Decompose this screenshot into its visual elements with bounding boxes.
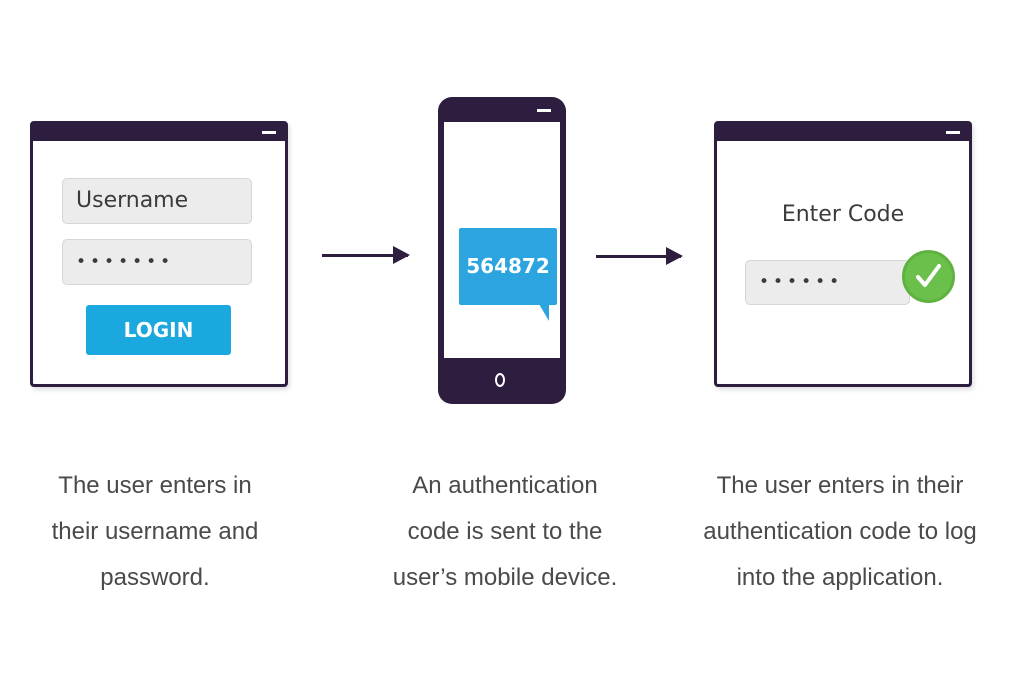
login-window: Username ••••••• LOGIN [30, 121, 288, 387]
caption-line: An authentication [412, 472, 598, 499]
step3-caption: The user enters in their authentication … [690, 463, 990, 601]
login-window-title-bar [33, 124, 285, 141]
arrow-right-icon [322, 246, 410, 264]
step1-caption: The user enters in their username and pa… [30, 463, 280, 601]
minimize-icon[interactable] [262, 131, 276, 134]
caption-line: The user enters in [58, 472, 252, 499]
arrow-right-icon [596, 247, 683, 265]
password-field[interactable]: ••••••• [62, 239, 252, 285]
phone-screen: 564872 [444, 122, 560, 358]
phone-speaker-icon [537, 109, 551, 112]
username-field[interactable]: Username [62, 178, 252, 224]
caption-line: password. [100, 564, 210, 591]
mobile-phone: 564872 [438, 97, 566, 404]
step2-caption: An authentication code is sent to the us… [380, 463, 630, 601]
code-window-title-bar [717, 124, 969, 141]
minimize-icon[interactable] [946, 131, 960, 134]
sms-code-bubble: 564872 [459, 228, 557, 305]
caption-line: code is sent to the [407, 518, 603, 545]
code-field[interactable]: •••••• [745, 260, 910, 305]
caption-line: into the application. [736, 564, 944, 591]
checkmark-icon [902, 250, 955, 303]
caption-line: their username and [51, 518, 259, 545]
caption-line: user’s mobile device. [392, 564, 618, 591]
login-button[interactable]: LOGIN [86, 305, 231, 355]
sms-bubble-tail [539, 304, 549, 321]
caption-line: authentication code to log [703, 518, 977, 545]
caption-line: The user enters in their [716, 472, 964, 499]
enter-code-label: Enter Code [781, 202, 905, 227]
enter-code-window: Enter Code •••••• [714, 121, 972, 387]
home-button-icon[interactable] [495, 373, 505, 387]
